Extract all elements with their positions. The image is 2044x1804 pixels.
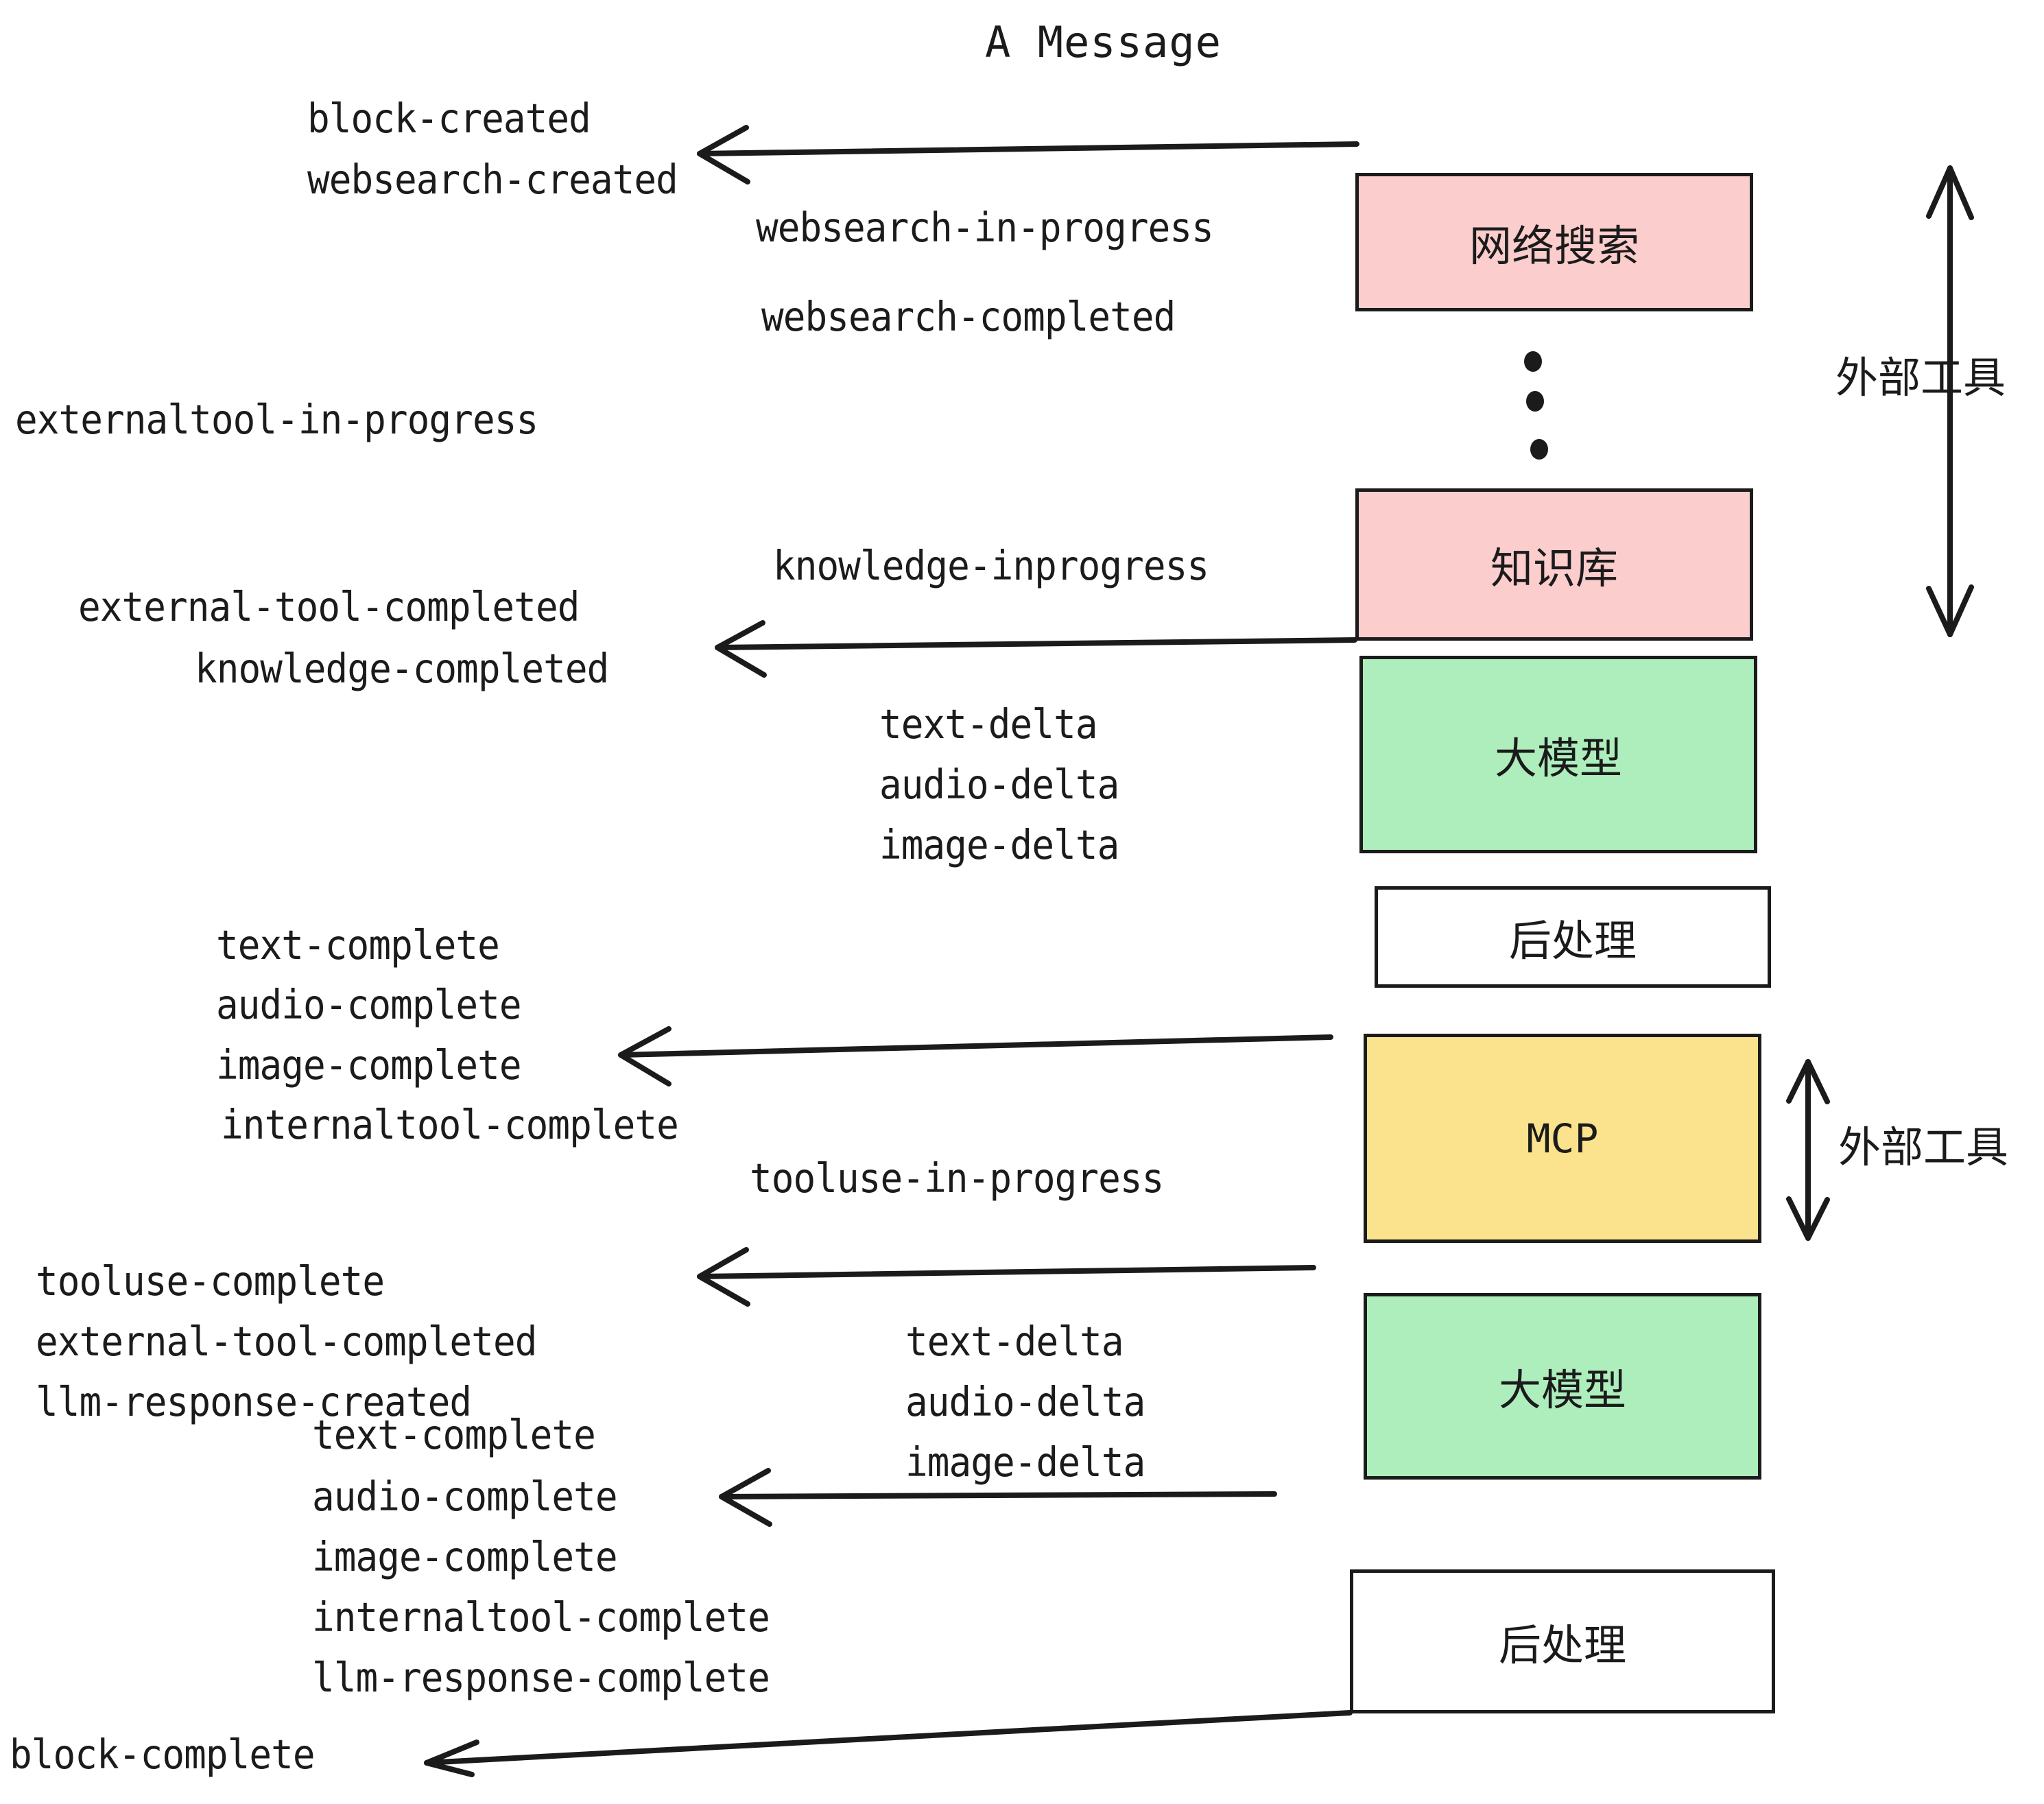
event-text-complete-1: text-complete [216,921,500,969]
arrowhead-2 [715,620,767,678]
event-externaltool-in-progress: externaltool-in-progress [15,396,538,443]
box-postprocess-2[interactable]: 后处理 [1350,1569,1775,1713]
arrow-llm2-to-audio-complete [719,1491,1277,1499]
arrow-mcp-to-tooluse-complete [697,1265,1316,1279]
event-tooluse-in-progress: tooluse-in-progress [750,1154,1164,1202]
vertical-ellipsis-dot-1 [1524,351,1542,372]
external-tools-top-downhead [1926,584,1974,637]
event-external-tool-completed-1: external-tool-completed [78,583,580,630]
box-websearch-label: 网络搜索 [1469,221,1639,271]
box-llm-1[interactable]: 大模型 [1359,656,1757,853]
box-mcp[interactable]: MCP [1364,1034,1761,1243]
vertical-ellipsis-dot-2 [1526,391,1544,412]
event-text-delta-1: text-delta [879,700,1098,748]
event-websearch-in-progress: websearch-in-progress [756,204,1214,251]
arrowhead-6 [424,1740,479,1777]
external-tools-top-label: 外部工具 [1835,353,2006,403]
box-postprocess-1[interactable]: 后处理 [1375,886,1771,988]
arrowhead-4 [697,1247,750,1307]
vertical-ellipsis-dot-3 [1530,439,1548,460]
event-image-complete-2: image-complete [312,1533,618,1580]
event-audio-delta-1: audio-delta [879,761,1119,808]
event-image-delta-2: image-delta [905,1438,1145,1486]
arrow-postprocess2-to-block-complete [424,1710,1353,1766]
box-postprocess-1-label: 后处理 [1508,916,1637,966]
event-internaltool-complete-2: internaltool-complete [312,1593,770,1641]
event-image-complete-1: image-complete [216,1041,522,1089]
event-audio-complete-1: audio-complete [216,981,522,1028]
arrow-postprocess1-to-image-complete [618,1034,1333,1058]
arrow-websearch-to-created [697,141,1359,156]
event-text-complete-2: text-complete [312,1411,596,1458]
box-knowledge-label: 知识库 [1490,543,1618,593]
event-llm-response-complete: llm-response-complete [312,1654,770,1701]
external-tools-top-uphead [1926,165,1974,220]
arrow-knowledge-to-completed [715,637,1357,650]
box-llm-2-label: 大模型 [1498,1365,1626,1415]
event-knowledge-inprogress: knowledge-inprogress [773,542,1209,589]
event-image-delta-1: image-delta [879,821,1119,868]
event-block-created: block-created [307,95,591,142]
arrowhead-3 [618,1026,672,1087]
event-text-delta-2: text-delta [905,1318,1124,1365]
event-websearch-completed: websearch-completed [761,293,1176,340]
external-tools-bottom-downhead [1786,1196,1830,1241]
arrowhead-1 [697,125,750,185]
arrowhead-5 [719,1468,772,1527]
box-websearch[interactable]: 网络搜索 [1355,173,1753,311]
event-internaltool-complete-1: internaltool-complete [221,1101,679,1148]
event-audio-complete-2: audio-complete [312,1473,618,1520]
event-knowledge-completed: knowledge-completed [195,645,609,692]
box-llm-1-label: 大模型 [1494,733,1622,783]
box-mcp-label: MCP [1526,1115,1599,1162]
box-llm-2[interactable]: 大模型 [1364,1293,1761,1480]
event-tooluse-complete: tooluse-complete [36,1257,385,1305]
box-knowledge[interactable]: 知识库 [1355,488,1753,641]
external-tools-bottom-uphead [1786,1059,1830,1104]
box-postprocess-2-label: 后处理 [1498,1620,1626,1670]
event-llm-response-created: llm-response-created [36,1378,472,1425]
page-title: A Message [985,17,1222,67]
event-block-complete: block-complete [10,1731,316,1778]
external-tools-bottom-label: 外部工具 [1838,1122,2009,1172]
event-websearch-created: websearch-created [307,156,678,203]
event-audio-delta-2: audio-delta [905,1378,1145,1425]
event-external-tool-completed-2: external-tool-completed [36,1318,537,1365]
